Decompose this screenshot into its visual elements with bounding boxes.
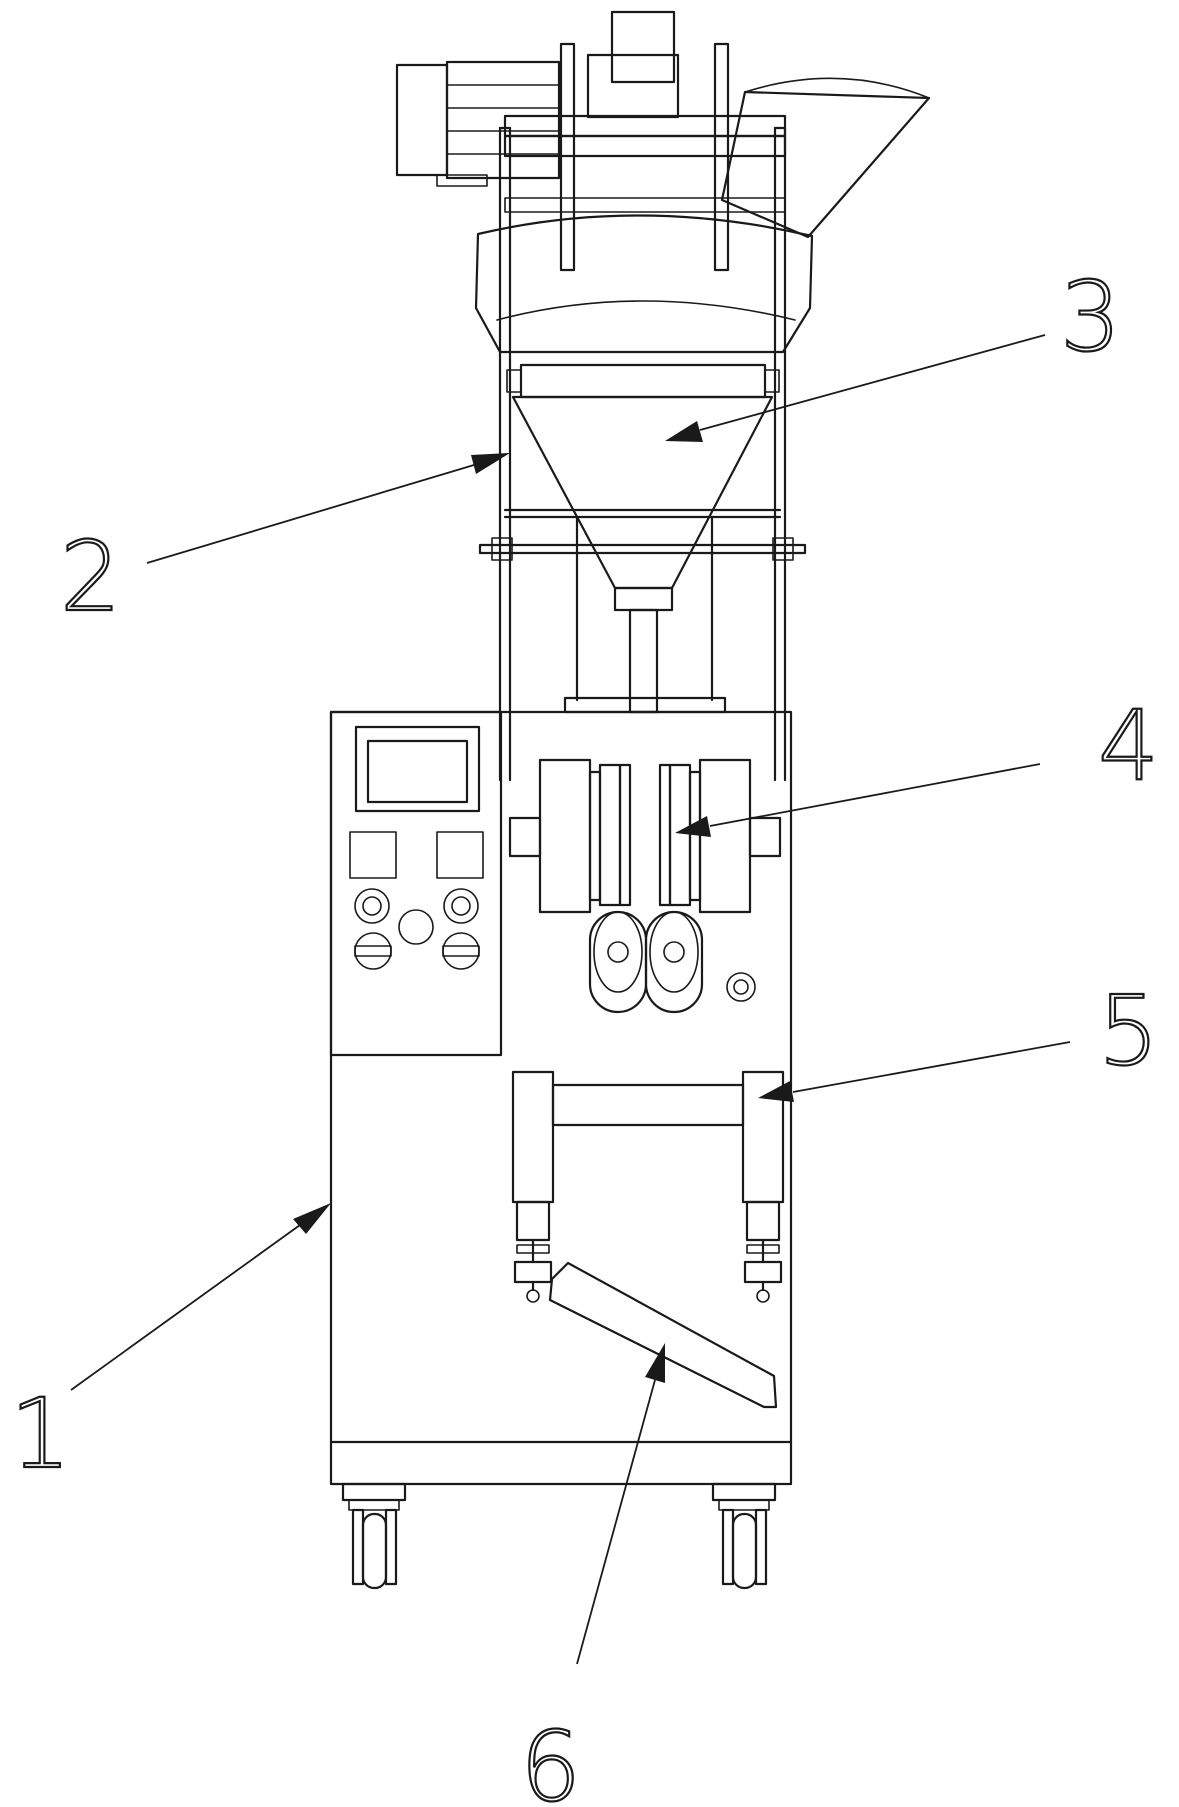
feed-chute — [720, 77, 931, 239]
sprocket-plate-left — [559, 42, 576, 272]
reference-numeral-3: 3 — [1060, 261, 1121, 373]
reference-numeral-1: 1 — [10, 1378, 71, 1490]
tension-knob — [726, 972, 756, 1002]
support-frame — [478, 126, 807, 782]
selector-switch-right — [442, 932, 480, 970]
hopper-roller — [519, 363, 767, 399]
display-screen — [366, 739, 469, 804]
indicator-light-right — [443, 888, 479, 924]
panel-button-right — [436, 831, 484, 879]
machine-body — [329, 710, 793, 1590]
cutter-frame — [511, 1070, 785, 1303]
discharge-chute — [548, 1261, 778, 1409]
selector-switch-left — [354, 932, 392, 970]
caster-right — [711, 1482, 777, 1590]
panel-button-left — [349, 831, 397, 879]
hopper — [474, 214, 814, 714]
panel-knob-center — [398, 909, 434, 945]
film-reel-pair — [588, 910, 704, 1014]
leader-lines — [70, 334, 1071, 1665]
reference-numerals: 1 2 3 4 5 6 — [9, 260, 1160, 1807]
sealing-roller-assembly — [508, 758, 782, 1014]
display-screen-frame — [354, 725, 481, 813]
reference-numeral-2: 2 — [60, 521, 121, 633]
caster-left — [341, 1482, 407, 1590]
reference-numeral-6: 6 — [520, 1711, 581, 1807]
sprocket-plate-right — [713, 42, 730, 272]
drive-motor-assembly — [395, 10, 787, 272]
reference-numeral-5: 5 — [1098, 975, 1159, 1087]
reference-numeral-4: 4 — [1098, 690, 1159, 802]
control-panel — [329, 710, 503, 1057]
indicator-light-left — [354, 888, 390, 924]
